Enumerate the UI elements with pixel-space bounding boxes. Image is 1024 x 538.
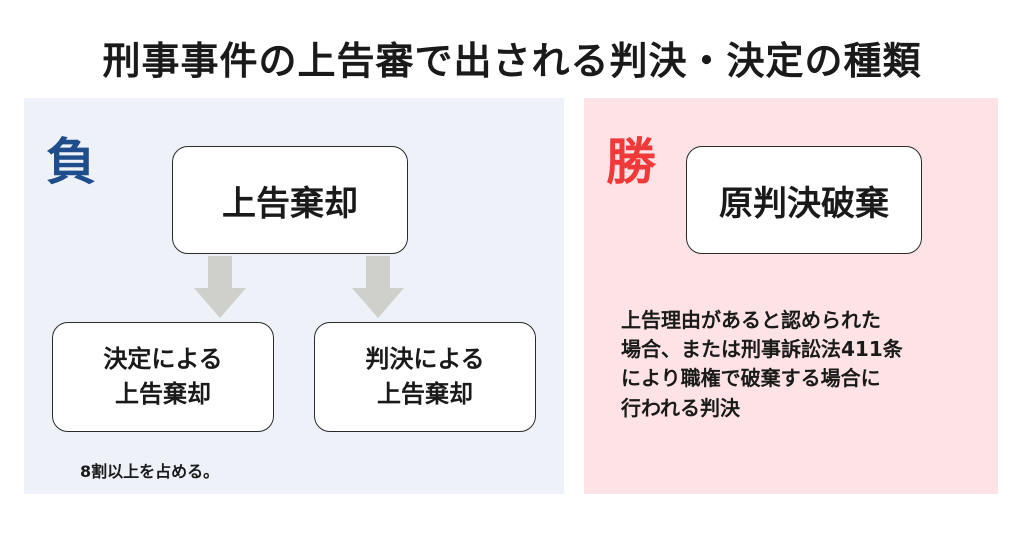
dismissal-by-judgment-label: 判決による 上告棄却	[365, 345, 485, 408]
reversal-description: 上告理由があると認められた 場合、または刑事訴訟法411条 により職権で破棄する…	[621, 308, 903, 420]
arrow-down-icon	[352, 256, 404, 318]
appeal-dismissal-box: 上告棄却	[172, 146, 408, 254]
appeal-dismissal-label: 上告棄却	[222, 183, 358, 224]
dismissal-note: 8割以上を占める。	[80, 462, 220, 481]
reversal-box: 原判決破棄	[686, 146, 922, 254]
reversal-label: 原判決破棄	[719, 183, 889, 224]
win-badge: 勝	[606, 133, 656, 191]
diagram-title: 刑事事件の上告審で出される判決・決定の種類	[102, 39, 922, 83]
dismissal-by-decision-box: 決定による 上告棄却	[52, 322, 274, 432]
dismissal-by-judgment-box: 判決による 上告棄却	[314, 322, 536, 432]
lose-badge: 負	[46, 133, 96, 191]
arrow-down-icon	[194, 256, 246, 318]
dismissal-by-decision-label: 決定による 上告棄却	[103, 345, 223, 408]
